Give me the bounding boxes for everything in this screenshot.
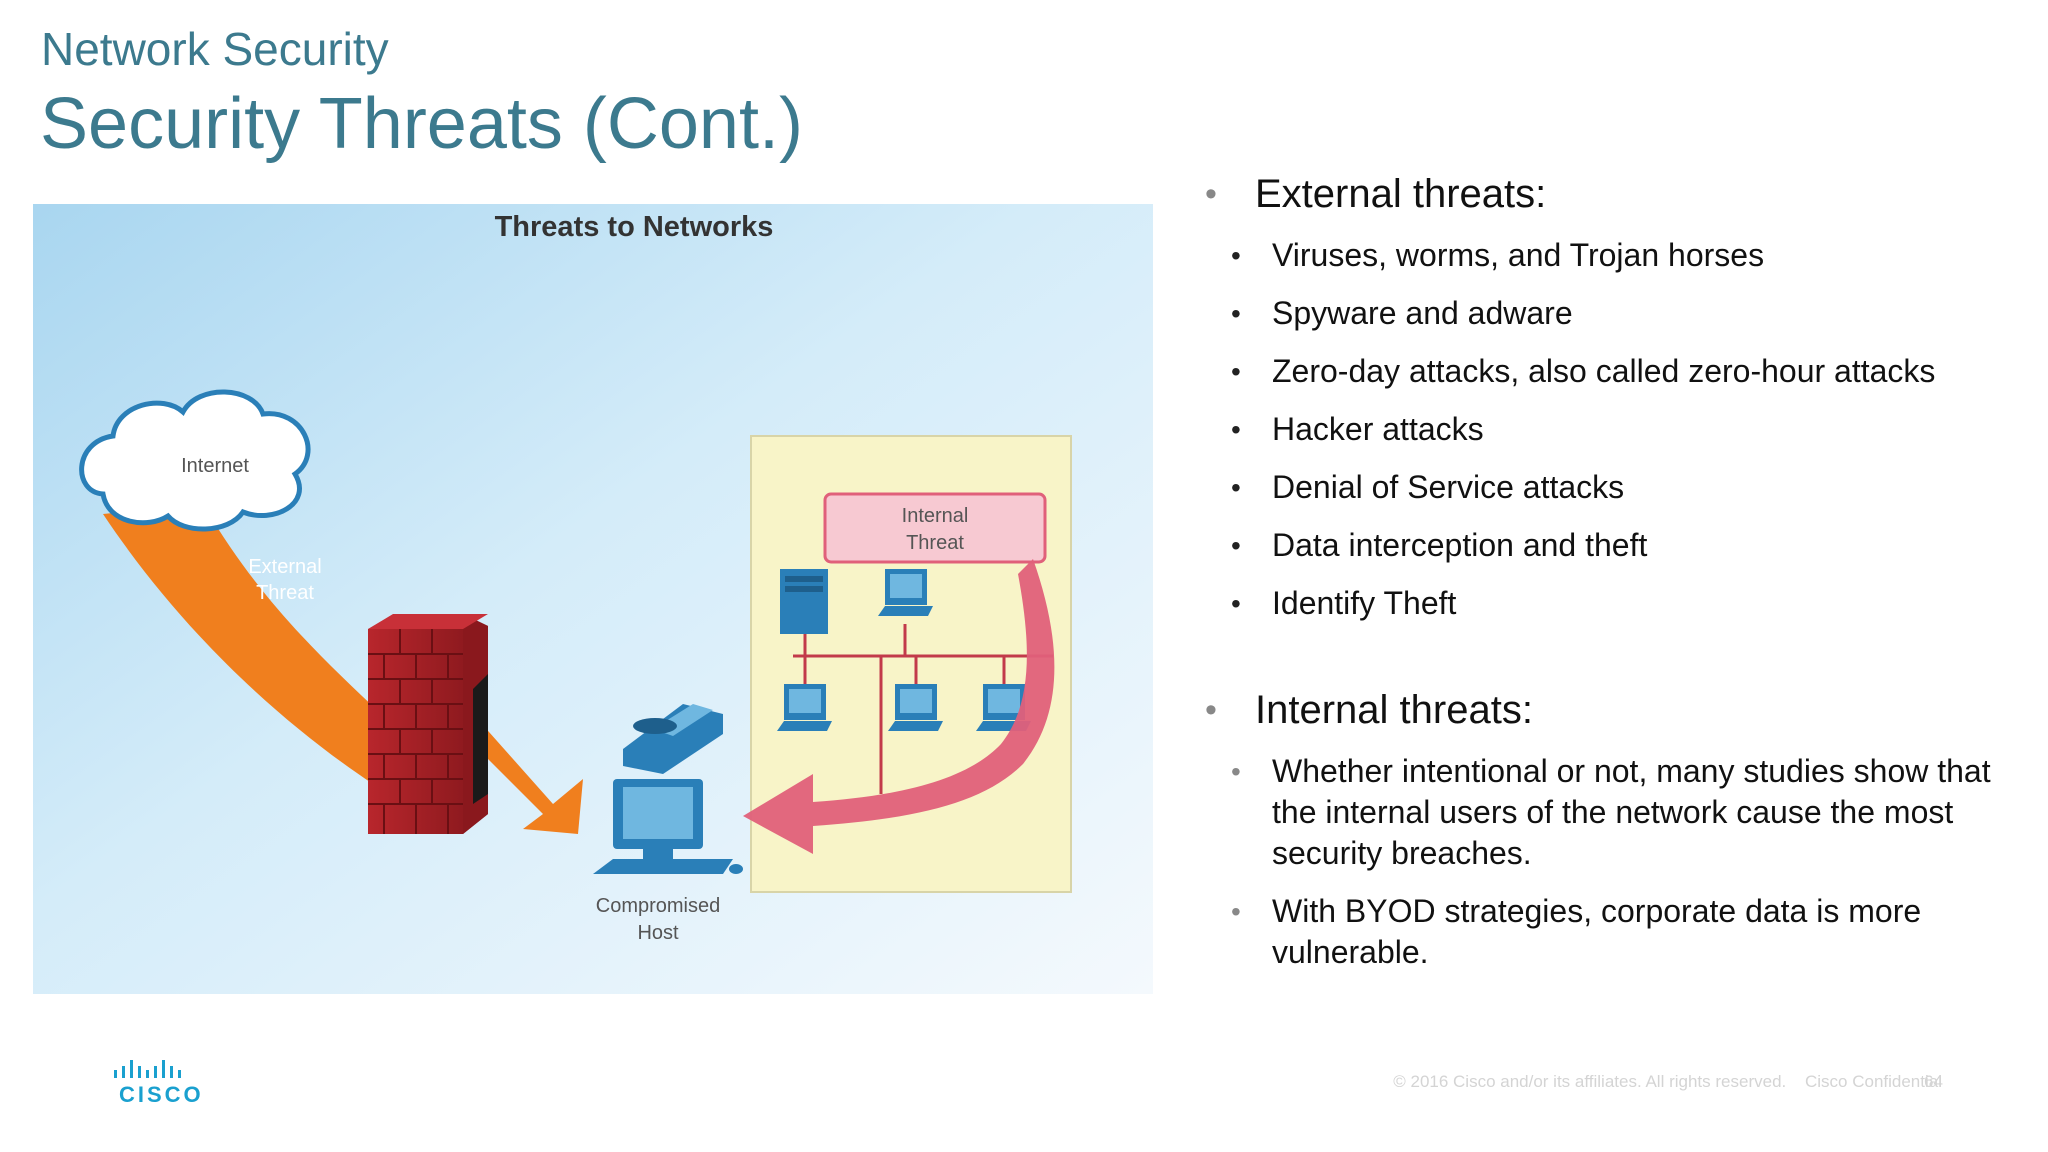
list-item: •With BYOD strategies, corporate data is… <box>1231 893 1922 970</box>
bullet-dot: • <box>1205 691 1217 729</box>
internal-attack-arrow <box>743 559 1055 854</box>
bullet-dot: • <box>1231 472 1241 503</box>
compromised-host-label-2: Host <box>637 922 679 944</box>
section-subtitle: Network Security <box>41 23 389 75</box>
bullet-dot: • <box>1231 414 1241 445</box>
list-item: •Viruses, worms, and Trojan horses <box>1205 235 2005 276</box>
cisco-logo-text: CISCO <box>119 1082 204 1107</box>
external-threats-heading: • External threats: <box>1205 172 1547 216</box>
diagram-title: Threats to Networks <box>495 211 774 243</box>
bullet-dot: • <box>1231 356 1241 387</box>
page-number: 64 <box>1924 1072 1943 1091</box>
bullet-dot: • <box>1231 756 1241 787</box>
bullet-content: • External threats: •Viruses, worms, and… <box>1205 170 2005 973</box>
bullet-dot: • <box>1231 588 1241 619</box>
list-item: •Data interception and theft <box>1205 525 2005 566</box>
list-item: •Identify Theft <box>1205 583 2005 624</box>
internet-label: Internet <box>181 455 249 477</box>
bullet-dot: • <box>1205 175 1217 213</box>
bullet-dot: • <box>1231 298 1241 329</box>
external-threat-label-1: External <box>248 556 321 578</box>
cisco-logo-icon <box>114 1060 181 1078</box>
spacer <box>1205 624 2005 686</box>
footer: © 2016 Cisco and/or its affiliates. All … <box>1379 1072 1942 1092</box>
list-item: •Denial of Service attacks <box>1205 467 2005 508</box>
workstation-icon <box>777 684 832 731</box>
slide-title: Security Threats (Cont.) <box>40 84 803 164</box>
bullet-dot: • <box>1231 530 1241 561</box>
workstation-icon <box>888 684 943 731</box>
internal-threat-box <box>823 492 1047 564</box>
ip-phone-icon <box>623 704 723 774</box>
compromised-host-icon <box>593 779 743 874</box>
copyright-text: © 2016 Cisco and/or its affiliates. All … <box>1393 1072 1787 1091</box>
list-item: •Zero-day attacks, also called zero-hour… <box>1205 351 2005 392</box>
workstation-icon <box>878 569 933 616</box>
internal-threat-label-1: Internal <box>902 505 969 527</box>
internal-threats-heading: • Internal threats: <box>1205 688 1533 732</box>
bullet-dot: • <box>1231 240 1241 271</box>
internal-lan-lines <box>793 624 1053 794</box>
confidential-text: Cisco Confidential <box>1804 1072 1942 1091</box>
list-item: •Whether intentional or not, many studie… <box>1231 753 1991 871</box>
internal-threat-label-2: Threat <box>906 532 964 554</box>
server-icon <box>780 569 828 634</box>
external-threat-band <box>103 504 433 784</box>
list-item: •Spyware and adware <box>1205 293 2005 334</box>
list-item: •Hacker attacks <box>1205 409 2005 450</box>
compromised-host-label-1: Compromised <box>596 895 720 917</box>
bullet-dot: • <box>1231 896 1241 927</box>
internet-cloud-icon <box>79 389 311 532</box>
firewall-icon <box>368 614 488 834</box>
external-attack-arrow <box>458 714 583 834</box>
threats-diagram: Threats to Networks External Threat Inte… <box>33 204 1153 994</box>
external-threat-label-2: Threat <box>256 582 314 604</box>
